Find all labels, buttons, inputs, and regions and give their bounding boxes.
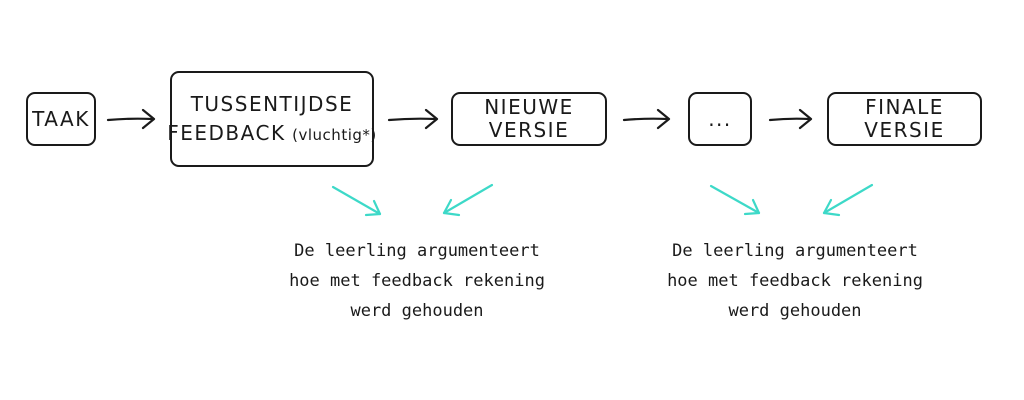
arrow-taak-to-tussentijdse [106, 108, 156, 130]
step-label-finale-versie: FINALE VERSIE [864, 95, 945, 142]
step-box-tussentijdse-feedback: TUSSENTIJDSE FEEDBACK (vluchtig*) [167, 71, 377, 167]
step-box-nieuwe-versie: NIEUWE VERSIE [451, 92, 607, 146]
arrow-nieuwe-to-dots [622, 108, 671, 130]
step-label-nieuwe-versie: NIEUWE VERSIE [484, 95, 574, 142]
caption-left-line-1: De leerling argumenteert [294, 241, 540, 261]
caption-left-line-2: hoe met feedback rekening [289, 271, 545, 291]
arrow-tussentijdse-to-nieuwe [387, 108, 439, 130]
feedback-arrow-right-a [709, 184, 761, 216]
step-label-feedback: FEEDBACK [167, 121, 286, 145]
feedback-arrow-right-b [822, 183, 874, 217]
feedback-arrows [331, 183, 874, 217]
step-box-taak: TAAK [26, 92, 96, 146]
step-label-taak: TAAK [32, 106, 90, 131]
feedback-arrow-left-a [331, 185, 382, 217]
flow-arrows [106, 108, 813, 130]
caption-left: De leerling argumenteert hoe met feedbac… [252, 236, 582, 326]
arrow-dots-to-finale [768, 108, 813, 130]
caption-right-line-3: werd gehouden [728, 301, 862, 321]
caption-right: De leerling argumenteert hoe met feedbac… [630, 236, 960, 326]
step-label-vluchtig: (vluchtig*) [292, 126, 377, 144]
caption-right-line-2: hoe met feedback rekening [667, 271, 923, 291]
caption-right-line-1: De leerling argumenteert [672, 241, 918, 261]
step-label-ellipsis: ... [708, 106, 732, 131]
step-label-feedback-line: FEEDBACK (vluchtig*) [167, 122, 377, 145]
caption-left-line-3: werd gehouden [350, 301, 484, 321]
feedback-arrow-left-b [442, 183, 494, 217]
step-box-ellipsis: ... [688, 92, 752, 146]
step-box-finale-versie: FINALE VERSIE [827, 92, 982, 146]
step-label-tussentijdse: TUSSENTIJDSE [190, 92, 354, 116]
